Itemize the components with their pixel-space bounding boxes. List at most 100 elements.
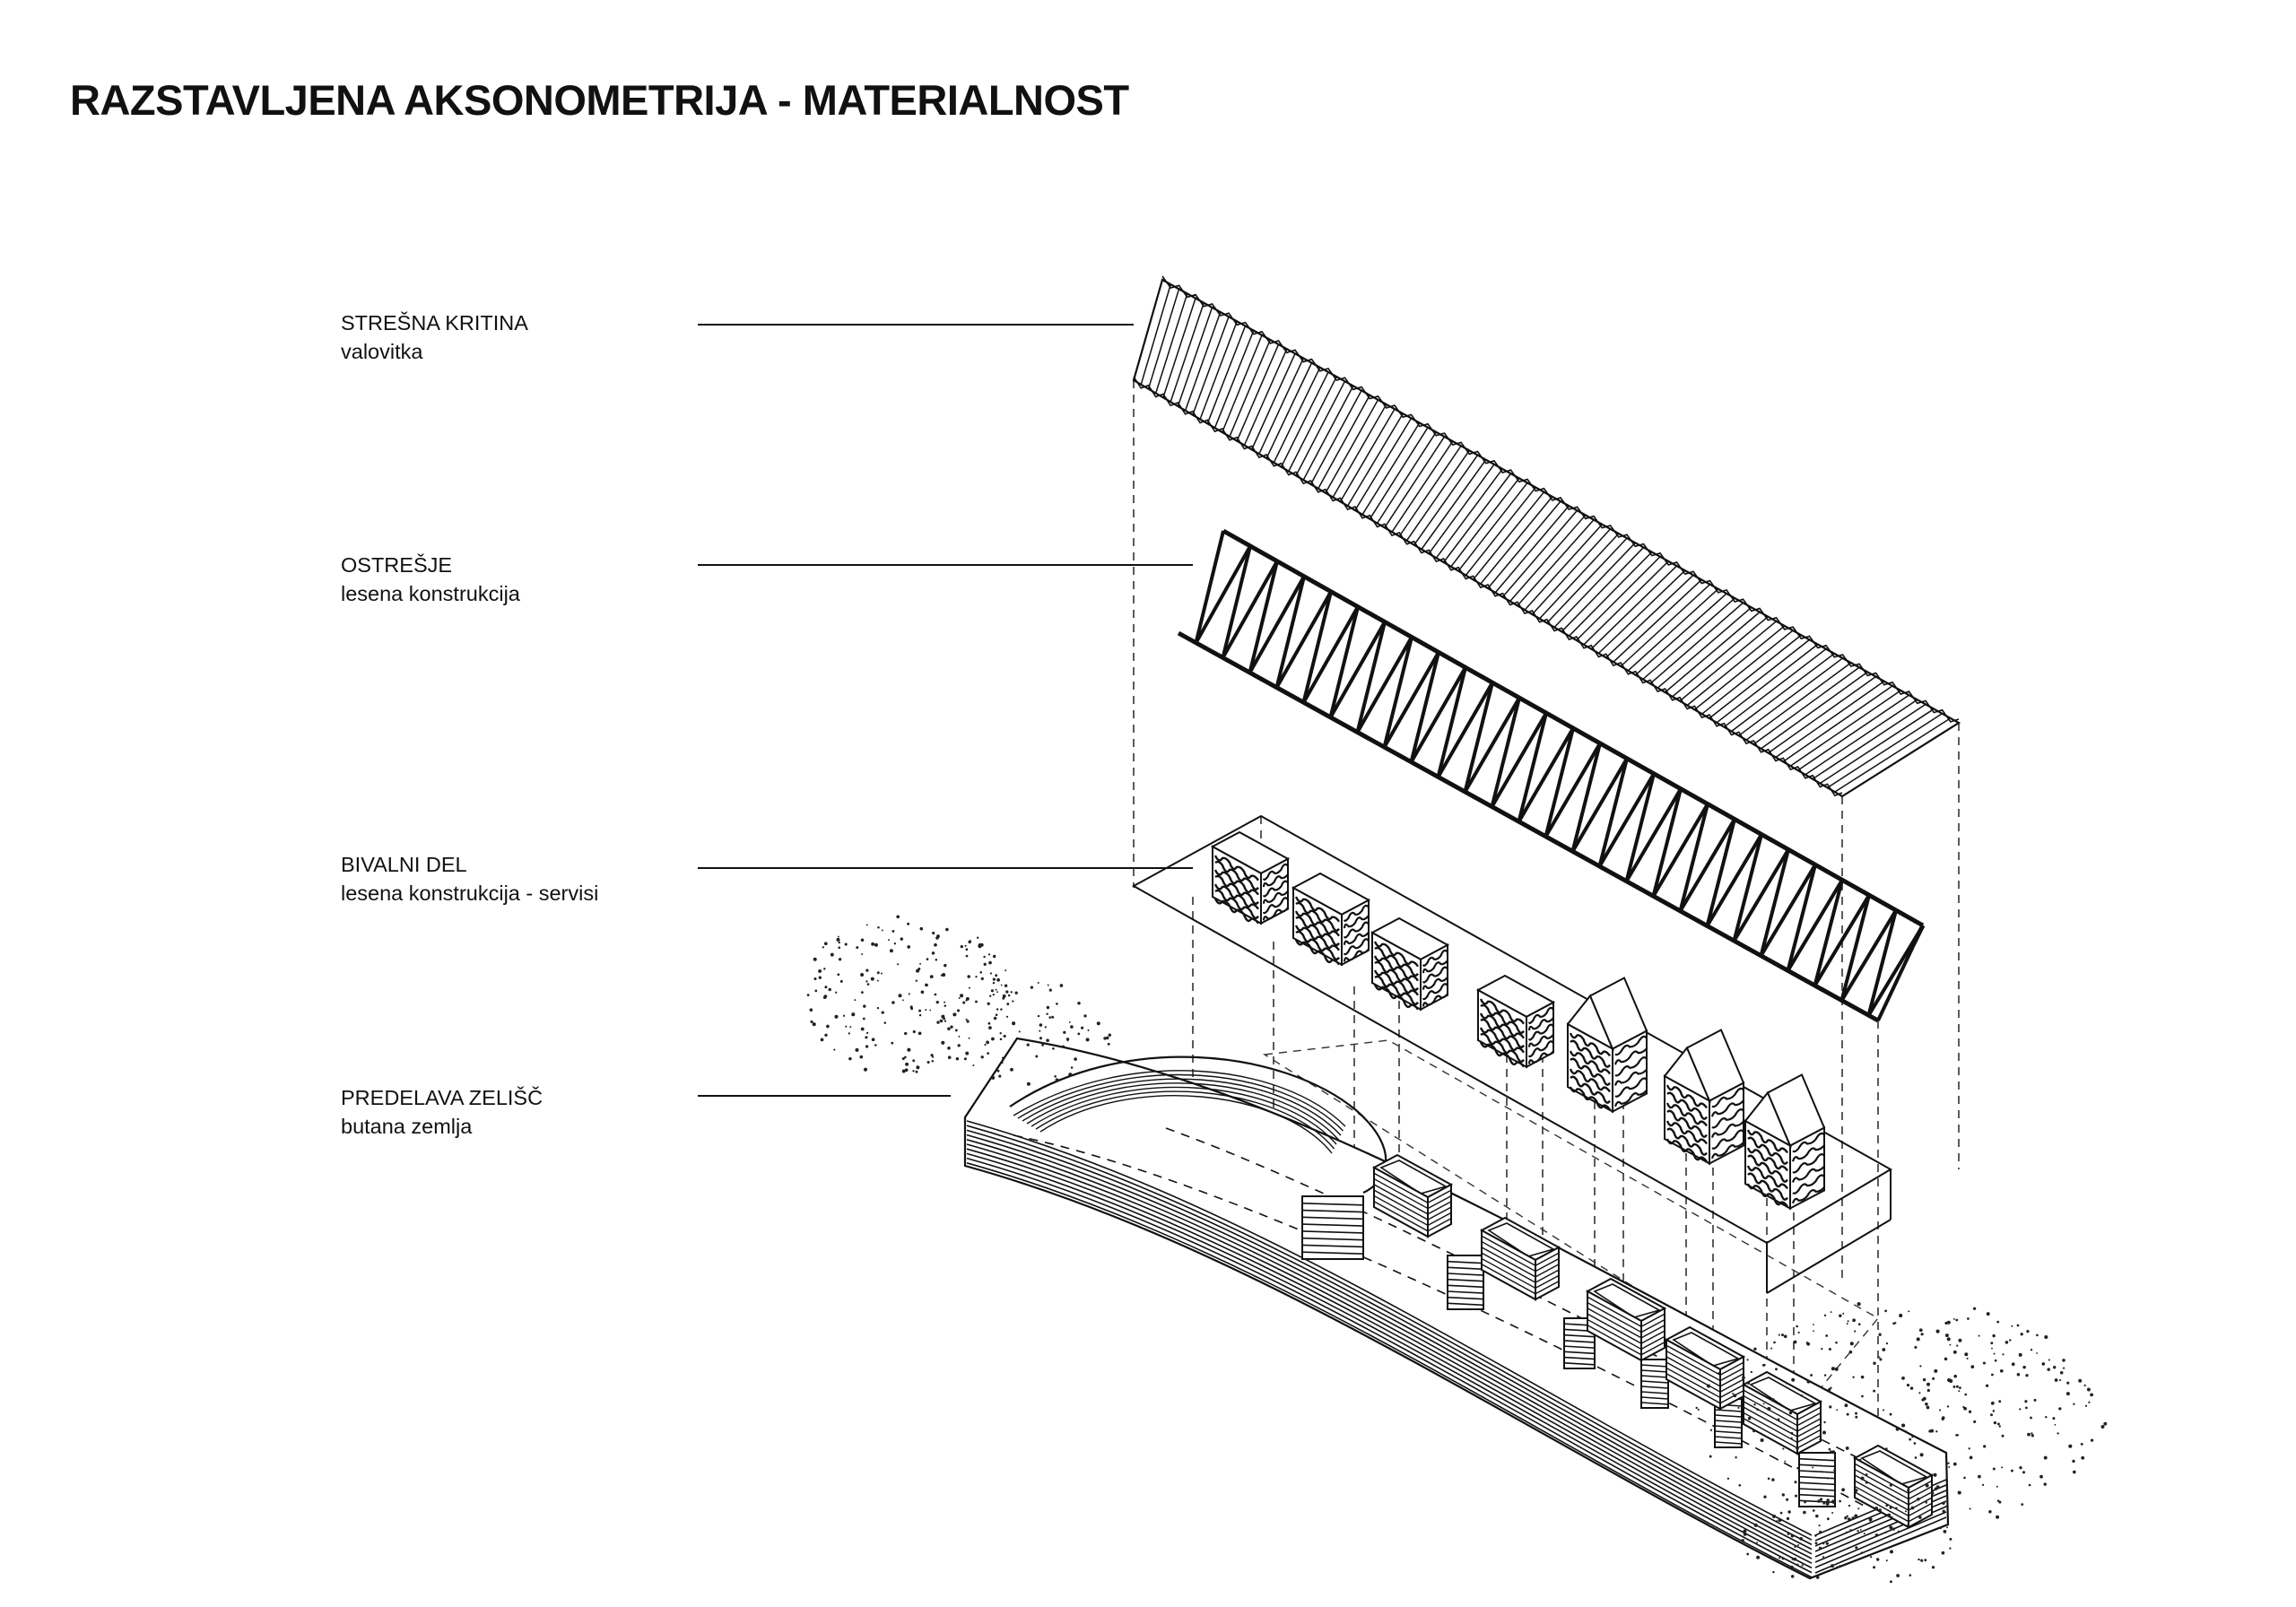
earth-layer-line [1665,1373,1721,1404]
stipple-dot [837,935,839,938]
stipple-dot [871,1038,875,1042]
earth-layer-line [1714,1420,1743,1423]
stipple-dot [1733,1394,1737,1398]
stipple-dot [996,991,999,994]
earth-layer-line [1447,1284,1484,1289]
earth-layer-line [1427,1212,1452,1227]
earth-layer-line [1665,1361,1721,1393]
stipple-dot [1746,1552,1750,1556]
wood-grain [1480,1003,1525,1034]
corrugation-line [1250,353,1296,450]
corrugation-line [1731,653,1835,733]
earth-layer-line [1447,1296,1484,1300]
stipple-dot [844,942,848,946]
planter-box [1371,1153,1454,1238]
stipple-dot [823,968,826,970]
earth-layer-line [966,1120,1813,1536]
earth-layer-line [1301,1230,1364,1234]
stipple-dot [1070,1025,1074,1029]
stipple-dot [874,1044,877,1047]
stipple-dot [988,960,992,965]
stipple-dot [1926,1388,1930,1393]
stipple-dot [1822,1556,1825,1559]
stipple-dot [881,1011,884,1014]
pitched-service-unit [1744,1073,1826,1211]
stipple-dot [2044,1334,2048,1340]
corrugation-line [1693,630,1794,710]
stipple-dot [809,1008,813,1012]
stipple-dot [1769,1555,1771,1558]
stipple-dot [952,1012,957,1017]
corrugation-line [1524,524,1603,611]
corrugation-line [1789,690,1901,767]
wood-grain [1746,1147,1788,1172]
stipple-dot [1889,1412,1892,1416]
stipple-dot [2080,1442,2083,1446]
service-box [1210,830,1291,925]
stipple-dot [965,1051,970,1055]
legend-item-roof-structure: OSTREŠJE lesena konstrukcija [341,551,520,608]
wood-grain [1294,910,1340,937]
stipple-dot [2062,1359,2066,1362]
stipple-dot [1931,1566,1935,1569]
wood-grain [1214,874,1259,905]
stipple-dot [1065,1038,1070,1041]
stipple-dot [1777,1458,1779,1461]
stipple-dot [1926,1382,1930,1386]
stipple-dot [1828,1387,1831,1392]
stipple-dot [1905,1430,1908,1433]
stipple-dot [1799,1537,1803,1541]
stipple-dot [989,972,993,975]
stipple-dot [2033,1398,2037,1402]
wood-grain [1479,1027,1525,1054]
stipple-dot [1849,1529,1852,1532]
stipple-dot [866,983,870,986]
stipple-dot [1990,1413,1993,1417]
stipple-dot [1983,1445,1987,1448]
corrugation-line [1450,477,1520,568]
earth-layer-line [1481,1257,1536,1290]
stipple-dot [1777,1418,1780,1421]
corrugation-line [1649,602,1744,684]
stipple-dot [996,1008,999,1011]
stipple-dot [987,1021,991,1025]
wood-grain [1422,993,1448,1007]
corrugation-line [1140,283,1171,386]
stipple-dot [915,1070,918,1073]
stipple-dot [2090,1393,2093,1397]
corrugation-line [1657,606,1752,689]
earth-layer-line [1798,1488,1836,1491]
stipple-dot [2081,1455,2085,1460]
stipple-dot [1812,1466,1814,1469]
stipple-dot [1746,1359,1749,1361]
stipple-dot [996,1069,1000,1073]
corrugation-line [1761,671,1868,750]
stipple-dot [963,1057,967,1061]
rafter [1221,545,1252,658]
stipple-dot [1077,1001,1081,1005]
stipple-dot [996,977,1001,982]
roof-slope [1685,1029,1745,1102]
stipple-dot [1839,1565,1842,1568]
rafter [1786,864,1817,971]
stipple-dot [1763,1495,1767,1498]
planter-side [1427,1183,1452,1238]
earth-layer-line [1796,1406,1822,1420]
planter-inner [1749,1377,1818,1412]
earth-layer-line [1427,1189,1452,1203]
stipple-dot [1998,1425,2001,1428]
stipple-dot [1839,1314,1842,1317]
stipple-dot [2039,1474,2043,1479]
stipple-dot [1865,1473,1868,1476]
stipple-dot [2058,1407,2062,1411]
stipple-dot [918,1009,922,1012]
stipple-dot [1044,1026,1047,1029]
stipple-dot [1825,1501,1830,1506]
wood-grain [1213,883,1259,910]
corrugation-line [1546,537,1628,624]
stipple-dot [993,1016,997,1021]
stipple-dot [905,1062,909,1066]
stipple-dot [2043,1482,2047,1486]
stipple-dot [1012,1021,1016,1026]
stipple-dot [1796,1325,1798,1328]
